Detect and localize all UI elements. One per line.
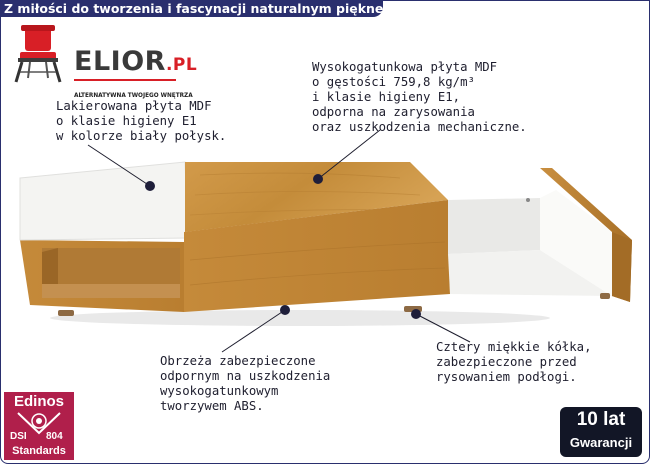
callout-dot-top-right <box>313 174 323 184</box>
drawer-side <box>540 190 612 296</box>
grain-line-2 <box>194 191 421 196</box>
oak-front-panel <box>184 200 450 312</box>
warranty-years: 10 lat <box>576 409 626 430</box>
callout-dot-top-left <box>145 181 155 191</box>
grain-line-4 <box>189 241 446 261</box>
tagline-banner: Z miłości do tworzenia i fascynacji natu… <box>0 0 396 17</box>
edinos-standards-label: Standards <box>4 443 74 460</box>
white-gloss-top <box>19 161 189 241</box>
elior-logo[interactable]: ELIOR.PL ALTERNATYWNA TWOJEGO WNĘTRZA <box>8 24 197 99</box>
edinos-code: 804 <box>46 431 63 442</box>
drawer-front-white <box>448 250 612 296</box>
callout-dot-bottom-center <box>280 305 290 315</box>
drawer-oak-edge <box>612 232 632 302</box>
callout-line-bottom-right <box>415 313 471 343</box>
callout-line-top-right <box>317 129 381 180</box>
warranty-label: Gwarancji <box>569 435 633 450</box>
edinos-dsi: DSI <box>10 431 27 442</box>
logo-slogan: ALTERNATYWNA TWOJEGO WNĘTRZA <box>74 91 193 99</box>
floor-shadow <box>50 310 550 326</box>
callout-line-top-left <box>87 144 151 187</box>
drawer-screw <box>526 198 530 202</box>
callout-line-bottom-center <box>221 309 286 353</box>
logo-divider <box>74 79 176 81</box>
callout-dot-bottom-right <box>411 309 421 319</box>
oak-top-surface <box>185 162 448 232</box>
grain-line-5 <box>189 267 446 286</box>
logo-brand: ELIOR <box>74 46 166 77</box>
red-chair-icon <box>14 25 62 83</box>
logo-wordmark: ELIOR.PL <box>74 46 197 77</box>
edinos-seal-icon <box>17 412 61 435</box>
annotation-abs-edges: Obrzeża zabezpieczone odpornym na uszkod… <box>160 354 331 413</box>
drawer-wheel <box>600 293 610 299</box>
warranty-badge: 10 lat Gwarancji <box>560 407 642 457</box>
edinos-emblem <box>4 411 74 445</box>
annotation-white-gloss: Lakierowana płyta MDF o klasie higieny E… <box>56 99 227 143</box>
edinos-standards-badge: Edinos DSI 804 Standards <box>4 392 74 460</box>
drawer-interior <box>448 198 540 254</box>
grain-line-1 <box>199 172 401 179</box>
left-compartment-shelf <box>42 284 180 298</box>
annotation-wheels: Cztery miękkie kółka, zabezpieczone prze… <box>436 340 592 384</box>
wheel-left <box>58 310 74 316</box>
logo-domain: .PL <box>165 55 198 75</box>
annotation-mdf-density: Wysokogatunkowa płyta MDF o gęstości 759… <box>312 60 527 134</box>
edinos-brand: Edinos <box>4 392 74 411</box>
